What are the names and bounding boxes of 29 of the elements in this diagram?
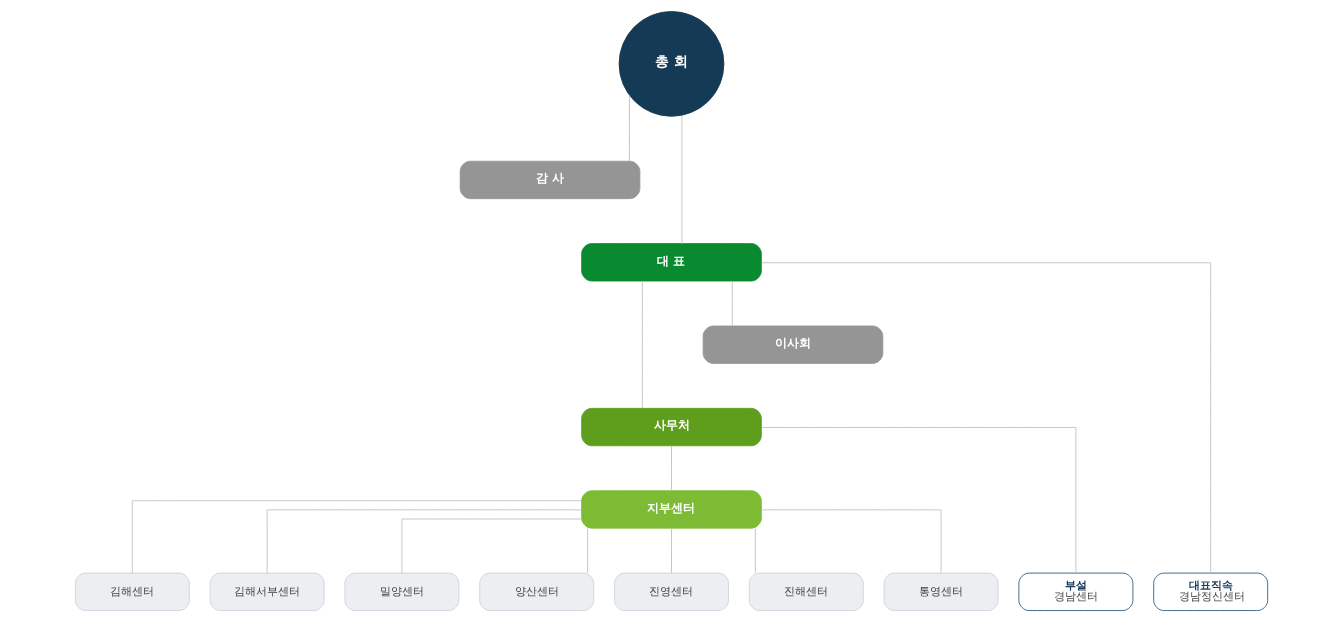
node-box: 감 사 [459,160,641,200]
connector [131,500,582,574]
node-box: 대 표 [581,243,762,282]
connector [681,115,683,244]
node-box: 이사회 [702,325,884,364]
node-box: 통영센터 [883,572,999,611]
connector [754,528,756,574]
connector [401,518,582,574]
connector [641,280,643,409]
node-box: 양산센터 [479,572,595,611]
connector [629,94,630,162]
node-box: 김해센터 [74,572,190,611]
node-box: 대표직속 경남정신센터 [1153,572,1269,611]
node-box: 지부센터 [581,490,762,529]
connector [587,528,589,574]
connector [761,262,1212,574]
node-box: 사무처 [581,407,762,447]
connector [761,509,942,574]
node-box: 부설 경남센터 [1018,572,1134,611]
node-circle: 총 회 [618,11,725,117]
node-box: 진영센터 [614,572,729,611]
node-box: 밀양센터 [344,572,460,611]
node-box: 진해센터 [748,572,864,611]
connector [761,427,1077,574]
connector [671,528,672,574]
node-box: 김해서부센터 [209,572,325,611]
connector [731,281,733,327]
connector [671,445,672,491]
connector [266,509,582,574]
